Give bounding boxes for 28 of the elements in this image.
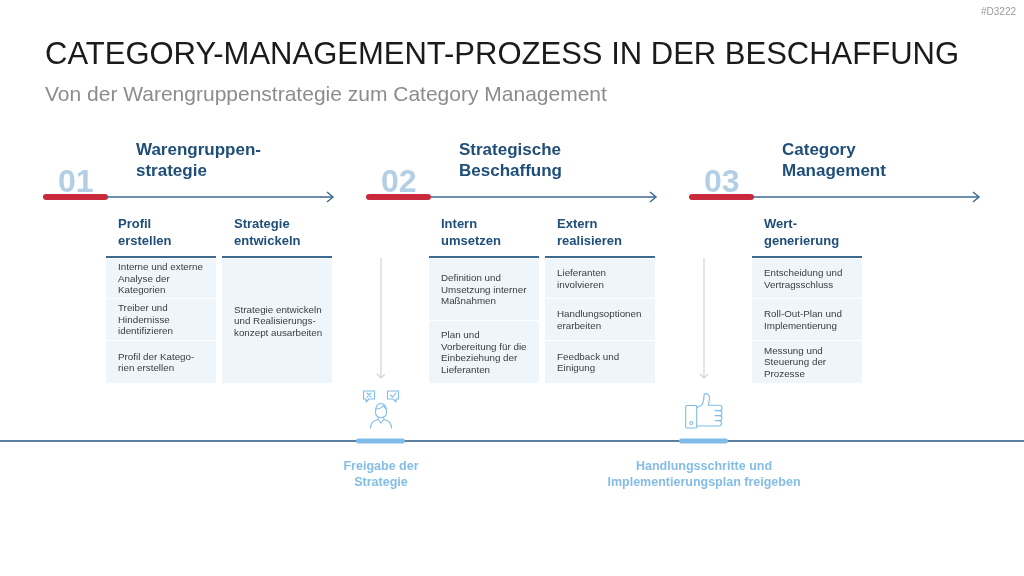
task-box: Strategie entwickeln und Realisierungs-konzept ausarbeiten	[222, 259, 332, 383]
task-box: Entscheidung und Vertragsschluss	[752, 259, 862, 298]
column-heading: Intern umsetzen	[441, 215, 502, 249]
phase-heading: Warengruppen-strategie	[136, 139, 262, 181]
phase-number: 02	[381, 169, 417, 193]
task-box: Plan und Vorbereitung für die Einbeziehung der Lieferanten	[429, 321, 539, 383]
task-box: Feedback und Einigung	[545, 341, 655, 383]
task-box: Handlungsoptionen erarbeiten	[545, 299, 655, 340]
column-heading: Extern realisieren	[557, 215, 624, 249]
phase-heading: Strategische Beschaffung	[459, 139, 563, 181]
document-id: #D3222	[979, 6, 1016, 18]
phase-number: 01	[58, 169, 94, 193]
task-box: Definition und Umsetzung interner Maßnahmen	[429, 259, 539, 320]
column-heading: Profil erstellen	[118, 215, 173, 249]
column-heading: Strategie entwickeln	[234, 215, 302, 249]
phase-heading: Category Management	[782, 139, 887, 181]
milestone-label: Freigabe der Strategie	[342, 458, 420, 490]
task-box: Messung und Steuerung der Prozesse	[752, 341, 862, 383]
column-heading: Wert-generierung	[764, 215, 841, 249]
subtitle: Von der Warengruppenstrategie zum Category Management	[45, 81, 607, 107]
task-box: Profil der Katego-rien erstellen	[106, 341, 216, 383]
task-box: Treiber und Hindernisse identifizieren	[106, 299, 216, 340]
title: CATEGORY-MANAGEMENT-PROZESS IN DER BESCHAFFUNG	[45, 35, 960, 73]
task-box: Lieferanten involvieren	[545, 259, 655, 298]
phase-number: 03	[704, 169, 740, 193]
milestone-label: Handlungsschritte und Implementierungsplan freigeben	[606, 458, 802, 490]
task-box: Interne und externe Analyse der Kategorien	[106, 259, 216, 298]
task-box: Roll-Out-Plan und Implementierung	[752, 299, 862, 340]
